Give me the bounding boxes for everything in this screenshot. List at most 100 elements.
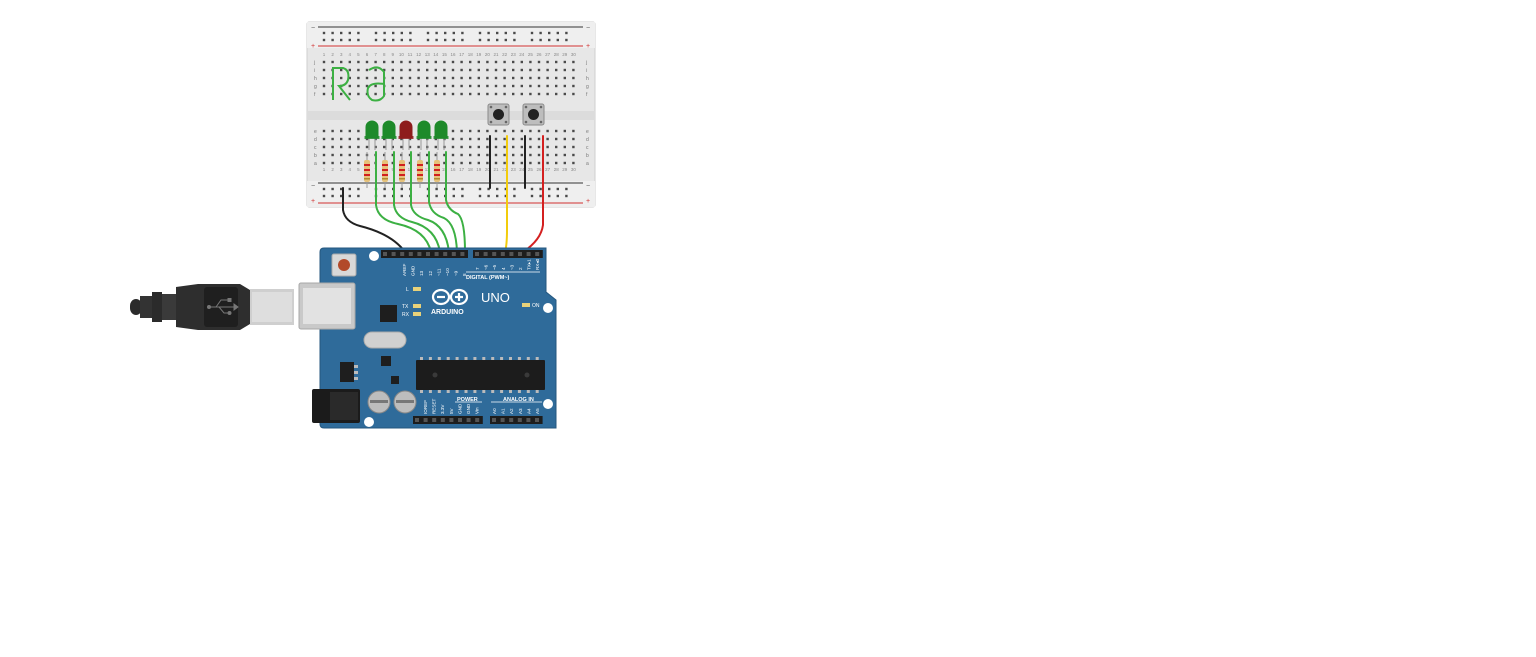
header-pin[interactable] <box>426 252 430 256</box>
rail-hole[interactable] <box>357 194 360 198</box>
breadboard-hole[interactable] <box>348 92 351 96</box>
breadboard-hole[interactable] <box>529 161 532 165</box>
breadboard-hole[interactable] <box>546 76 549 80</box>
header-pin[interactable] <box>517 418 522 422</box>
breadboard-hole[interactable] <box>460 68 463 72</box>
rail-hole[interactable] <box>461 38 464 42</box>
breadboard-hole[interactable] <box>529 60 532 64</box>
wires[interactable] <box>342 135 544 253</box>
breadboard-hole[interactable] <box>408 76 412 80</box>
breadboard-hole[interactable] <box>434 92 437 96</box>
rail-hole[interactable] <box>452 187 455 191</box>
breadboard-hole[interactable] <box>383 153 386 157</box>
breadboard-hole[interactable] <box>348 68 351 72</box>
breadboard-hole[interactable] <box>469 153 472 157</box>
breadboard-hole[interactable] <box>555 60 558 64</box>
breadboard-hole[interactable] <box>400 145 403 149</box>
rail-hole[interactable] <box>478 31 482 35</box>
breadboard-hole[interactable] <box>555 129 558 133</box>
breadboard-hole[interactable] <box>529 84 532 88</box>
breadboard-hole[interactable] <box>434 153 437 157</box>
breadboard-hole[interactable] <box>537 68 541 72</box>
breadboard-hole[interactable] <box>434 84 437 88</box>
rail-hole[interactable] <box>409 38 412 42</box>
header-pin[interactable] <box>500 418 505 422</box>
breadboard-hole[interactable] <box>357 92 360 96</box>
breadboard-hole[interactable] <box>503 68 506 72</box>
breadboard-hole[interactable] <box>520 137 523 141</box>
breadboard-hole[interactable] <box>572 145 575 149</box>
breadboard-hole[interactable] <box>520 68 523 72</box>
header-pin[interactable] <box>458 418 462 422</box>
breadboard-hole[interactable] <box>469 84 472 88</box>
breadboard-hole[interactable] <box>529 92 532 96</box>
breadboard-hole[interactable] <box>348 137 351 141</box>
breadboard-hole[interactable] <box>426 84 429 88</box>
rail-hole[interactable] <box>348 31 351 35</box>
header-pin[interactable] <box>526 418 531 422</box>
breadboard-hole[interactable] <box>400 92 403 96</box>
breadboard-hole[interactable] <box>486 129 489 133</box>
breadboard-hole[interactable] <box>537 76 541 80</box>
breadboard-hole[interactable] <box>529 129 532 133</box>
breadboard-hole[interactable] <box>322 153 326 157</box>
rail-hole[interactable] <box>487 187 490 191</box>
breadboard-hole[interactable] <box>331 60 334 64</box>
wire-led5-green[interactable] <box>445 151 466 253</box>
breadboard-hole[interactable] <box>322 137 326 141</box>
rail-hole[interactable] <box>548 38 551 42</box>
breadboard-hole[interactable] <box>460 145 463 149</box>
breadboard-hole[interactable] <box>434 145 437 149</box>
rail-hole[interactable] <box>340 187 343 191</box>
breadboard-hole[interactable] <box>529 153 532 157</box>
header-pin[interactable] <box>535 252 540 256</box>
breadboard-hole[interactable] <box>357 76 360 80</box>
rail-hole[interactable] <box>322 38 326 42</box>
rail-hole[interactable] <box>548 187 551 191</box>
header-pin[interactable] <box>466 418 471 422</box>
breadboard-hole[interactable] <box>365 145 369 149</box>
breadboard-hole[interactable] <box>512 137 515 141</box>
breadboard-hole[interactable] <box>546 60 549 64</box>
breadboard-hole[interactable] <box>357 137 360 141</box>
power-barrel-jack[interactable] <box>312 389 360 423</box>
breadboard-hole[interactable] <box>357 145 360 149</box>
breadboard-hole[interactable] <box>529 68 532 72</box>
usb-cable[interactable] <box>130 284 294 330</box>
rail-hole[interactable] <box>374 38 378 42</box>
rail-hole[interactable] <box>487 38 490 42</box>
header-pin[interactable] <box>451 252 456 256</box>
breadboard-hole[interactable] <box>331 145 334 149</box>
rail-hole[interactable] <box>331 194 334 198</box>
breadboard-hole[interactable] <box>469 76 472 80</box>
breadboard-hole[interactable] <box>340 137 343 141</box>
push-button-1[interactable] <box>487 103 510 126</box>
header-pin[interactable] <box>443 252 448 256</box>
breadboard-hole[interactable] <box>426 161 429 165</box>
rail-hole[interactable] <box>340 38 343 42</box>
breadboard-hole[interactable] <box>451 60 455 64</box>
rail-hole[interactable] <box>504 31 507 35</box>
rail-hole[interactable] <box>331 38 334 42</box>
breadboard-hole[interactable] <box>400 76 403 80</box>
breadboard-hole[interactable] <box>512 145 515 149</box>
breadboard-hole[interactable] <box>494 161 498 165</box>
breadboard-hole[interactable] <box>408 68 412 72</box>
header-pin[interactable] <box>492 252 497 256</box>
resistor[interactable] <box>382 152 388 188</box>
breadboard-hole[interactable] <box>572 153 575 157</box>
breadboard-hole[interactable] <box>546 161 549 165</box>
resistor-array[interactable] <box>364 152 440 188</box>
breadboard-hole[interactable] <box>572 137 575 141</box>
breadboard-hole[interactable] <box>503 60 506 64</box>
breadboard-hole[interactable] <box>365 60 369 64</box>
rail-hole[interactable] <box>565 31 568 35</box>
breadboard-hole[interactable] <box>546 145 549 149</box>
breadboard-hole[interactable] <box>374 68 377 72</box>
rail-hole[interactable] <box>426 38 430 42</box>
breadboard-hole[interactable] <box>563 60 566 64</box>
breadboard-hole[interactable] <box>486 153 489 157</box>
breadboard-hole[interactable] <box>340 153 343 157</box>
led[interactable] <box>364 120 380 151</box>
